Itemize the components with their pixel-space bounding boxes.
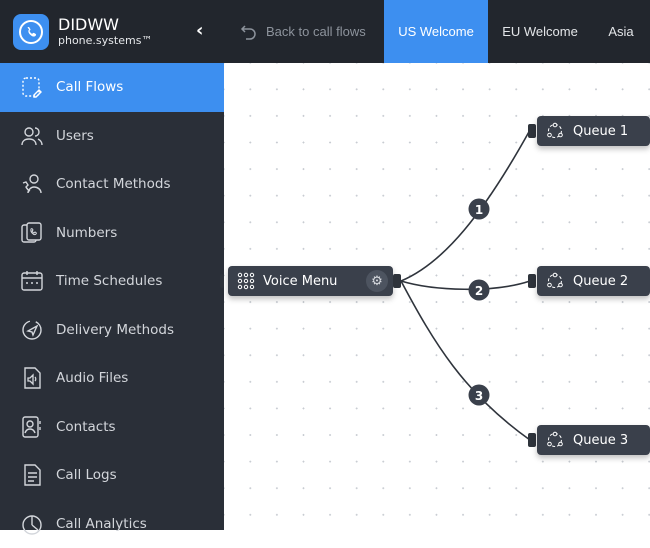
sidebar-item-users[interactable]: Users bbox=[0, 112, 224, 161]
flow-canvas[interactable]: 1 2 3 Voice Menu ⚙ Queue 1 Queue 2 Queue 3 bbox=[224, 63, 650, 530]
queue-icon bbox=[546, 431, 564, 449]
queue-input-port[interactable] bbox=[528, 433, 536, 447]
numbers-icon bbox=[20, 221, 44, 245]
queue-label: Queue 3 bbox=[573, 433, 628, 448]
settings-gear-icon[interactable]: ⚙ bbox=[366, 270, 388, 292]
audio-file-icon bbox=[20, 366, 44, 390]
edge-option-1 bbox=[401, 130, 530, 281]
tab-asia[interactable]: Asia bbox=[592, 0, 650, 63]
sidebar-item-contacts[interactable]: Contacts bbox=[0, 403, 224, 452]
tab-eu-welcome[interactable]: EU Welcome bbox=[488, 0, 592, 63]
sidebar-item-numbers[interactable]: Numbers bbox=[0, 209, 224, 258]
voice-menu-output-port[interactable] bbox=[393, 274, 401, 288]
sidebar-item-label: Delivery Methods bbox=[56, 322, 174, 338]
queue-input-port[interactable] bbox=[528, 124, 536, 138]
delivery-icon bbox=[20, 318, 44, 342]
option-badge-1: 1 bbox=[469, 199, 490, 220]
queue-node-1[interactable]: Queue 1 bbox=[537, 116, 650, 146]
edge-option-2 bbox=[401, 281, 530, 289]
queue-icon bbox=[546, 122, 564, 140]
svg-text:2: 2 bbox=[475, 284, 483, 298]
tab-us-welcome[interactable]: US Welcome bbox=[384, 0, 488, 63]
sidebar-item-delivery-methods[interactable]: Delivery Methods bbox=[0, 306, 224, 355]
sidebar-item-label: Numbers bbox=[56, 225, 117, 241]
svg-text:3: 3 bbox=[475, 389, 483, 403]
keypad-icon bbox=[237, 272, 255, 290]
sidebar-item-label: Audio Files bbox=[56, 370, 128, 386]
voice-menu-label: Voice Menu bbox=[263, 274, 337, 289]
contacts-icon bbox=[20, 415, 44, 439]
voice-menu-input-port[interactable] bbox=[220, 274, 224, 288]
queue-icon bbox=[546, 272, 564, 290]
analytics-icon bbox=[20, 512, 44, 536]
call-logs-icon bbox=[20, 463, 44, 487]
sidebar-item-time-schedules[interactable]: Time Schedules bbox=[0, 257, 224, 306]
users-icon bbox=[20, 124, 44, 148]
back-to-call-flows-link[interactable]: Back to call flows bbox=[224, 0, 384, 63]
sidebar-item-contact-methods[interactable]: Contact Methods bbox=[0, 160, 224, 209]
option-badge-3: 3 bbox=[469, 385, 490, 406]
sidebar-item-label: Call Analytics bbox=[56, 516, 147, 532]
collapse-sidebar-chevron-icon[interactable]: ‹ bbox=[196, 20, 203, 41]
brand-name: DIDWW bbox=[58, 15, 152, 34]
sidebar-item-call-analytics[interactable]: Call Analytics bbox=[0, 500, 224, 548]
sidebar-item-label: Time Schedules bbox=[56, 273, 162, 289]
sidebar-item-call-logs[interactable]: Call Logs bbox=[0, 451, 224, 500]
sidebar-item-label: Users bbox=[56, 128, 94, 144]
tab-bar: Back to call flows US Welcome EU Welcome… bbox=[224, 0, 650, 63]
sidebar-item-label: Call Flows bbox=[56, 79, 123, 95]
calendar-icon bbox=[20, 269, 44, 293]
call-flows-icon bbox=[20, 75, 44, 99]
queue-label: Queue 1 bbox=[573, 124, 628, 139]
queue-input-port[interactable] bbox=[528, 274, 536, 288]
phone-logo-icon bbox=[13, 14, 49, 50]
sidebar-item-label: Call Logs bbox=[56, 467, 117, 483]
brand-header: DIDWW phone.systems™ ‹ bbox=[0, 0, 224, 63]
voice-menu-node[interactable]: Voice Menu ⚙ bbox=[228, 266, 393, 296]
contact-methods-icon bbox=[20, 172, 44, 196]
back-label: Back to call flows bbox=[266, 24, 366, 39]
queue-label: Queue 2 bbox=[573, 274, 628, 289]
edge-option-3 bbox=[401, 281, 530, 440]
brand-subtitle: phone.systems™ bbox=[58, 34, 152, 48]
queue-node-2[interactable]: Queue 2 bbox=[537, 266, 650, 296]
sidebar-item-label: Contacts bbox=[56, 419, 116, 435]
option-badge-2: 2 bbox=[469, 280, 490, 301]
queue-node-3[interactable]: Queue 3 bbox=[537, 425, 650, 455]
sidebar-item-audio-files[interactable]: Audio Files bbox=[0, 354, 224, 403]
svg-text:1: 1 bbox=[475, 203, 483, 217]
sidebar-item-label: Contact Methods bbox=[56, 176, 170, 192]
undo-arrow-icon bbox=[240, 23, 258, 41]
sidebar-item-call-flows[interactable]: Call Flows bbox=[0, 63, 224, 112]
